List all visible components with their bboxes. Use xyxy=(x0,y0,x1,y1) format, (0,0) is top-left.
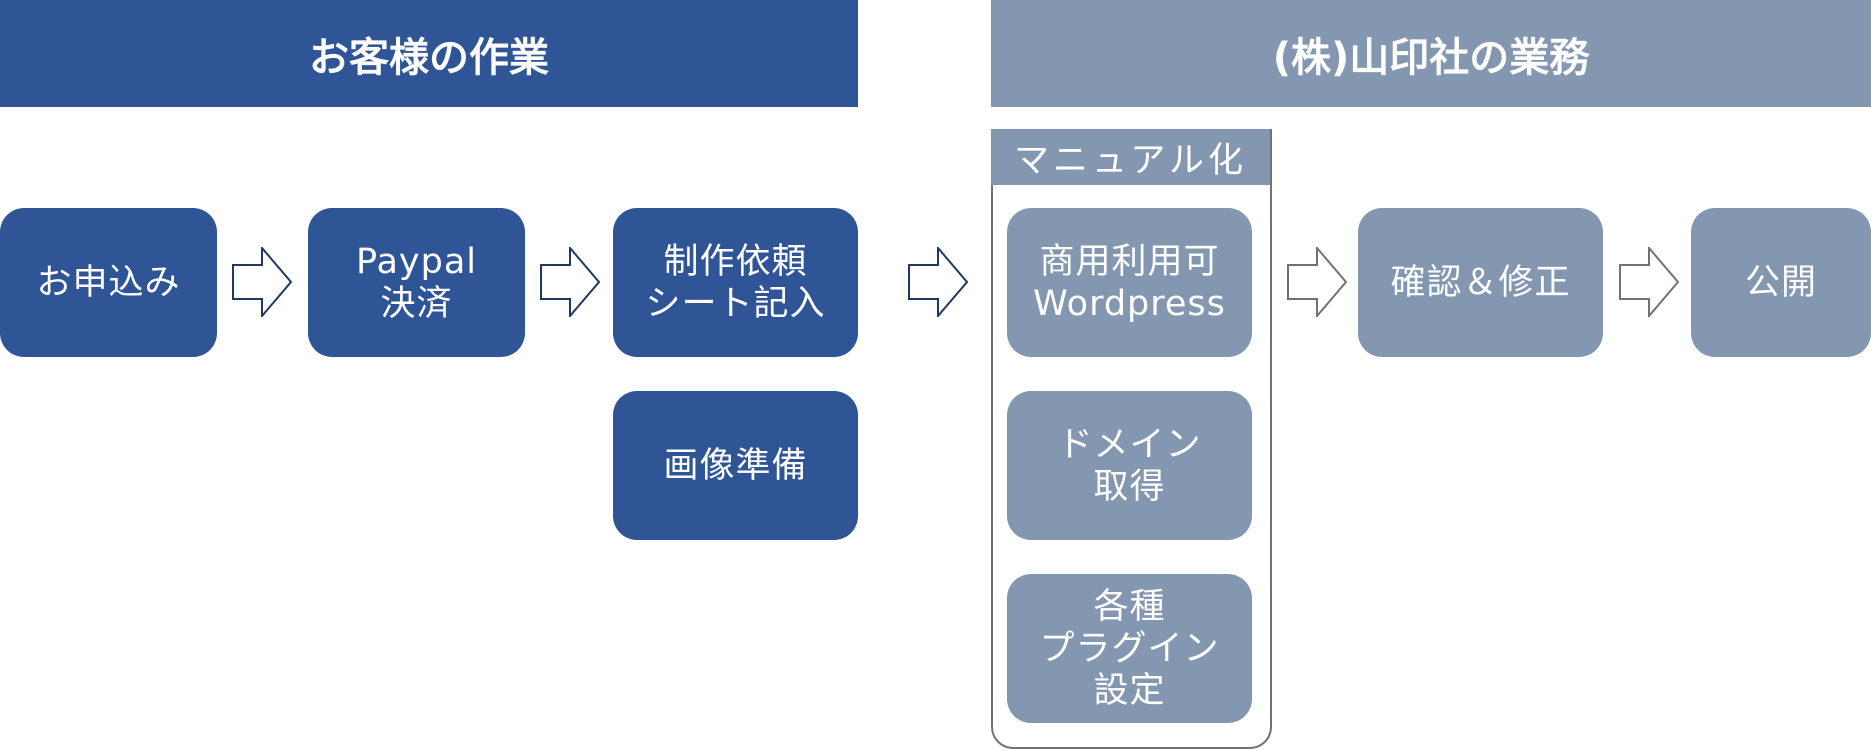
manual-item-plugins: 各種 プラグイン 設定 xyxy=(1007,574,1252,723)
step-application: お申込み xyxy=(0,208,217,357)
arrow-right-icon xyxy=(1287,247,1347,317)
step-paypal-payment: Paypal 決済 xyxy=(308,208,525,357)
customer-tasks-header: お客様の作業 xyxy=(0,0,858,107)
manual-item-wordpress: 商用利用可 Wordpress xyxy=(1007,208,1252,357)
step-request-sheet: 制作依頼 シート記入 xyxy=(613,208,858,357)
manual-group-title: マニュアル化 xyxy=(991,129,1270,185)
step-publish: 公開 xyxy=(1691,208,1871,357)
arrow-right-icon xyxy=(908,247,968,317)
step-review-fix: 確認＆修正 xyxy=(1358,208,1603,357)
manual-group-container xyxy=(991,129,1272,749)
step-image-prep: 画像準備 xyxy=(613,391,858,540)
manual-item-domain: ドメイン 取得 xyxy=(1007,391,1252,540)
company-tasks-header: (株)山印社の業務 xyxy=(991,0,1871,107)
arrow-right-icon xyxy=(232,247,292,317)
arrow-right-icon xyxy=(540,247,600,317)
arrow-right-icon xyxy=(1619,247,1679,317)
